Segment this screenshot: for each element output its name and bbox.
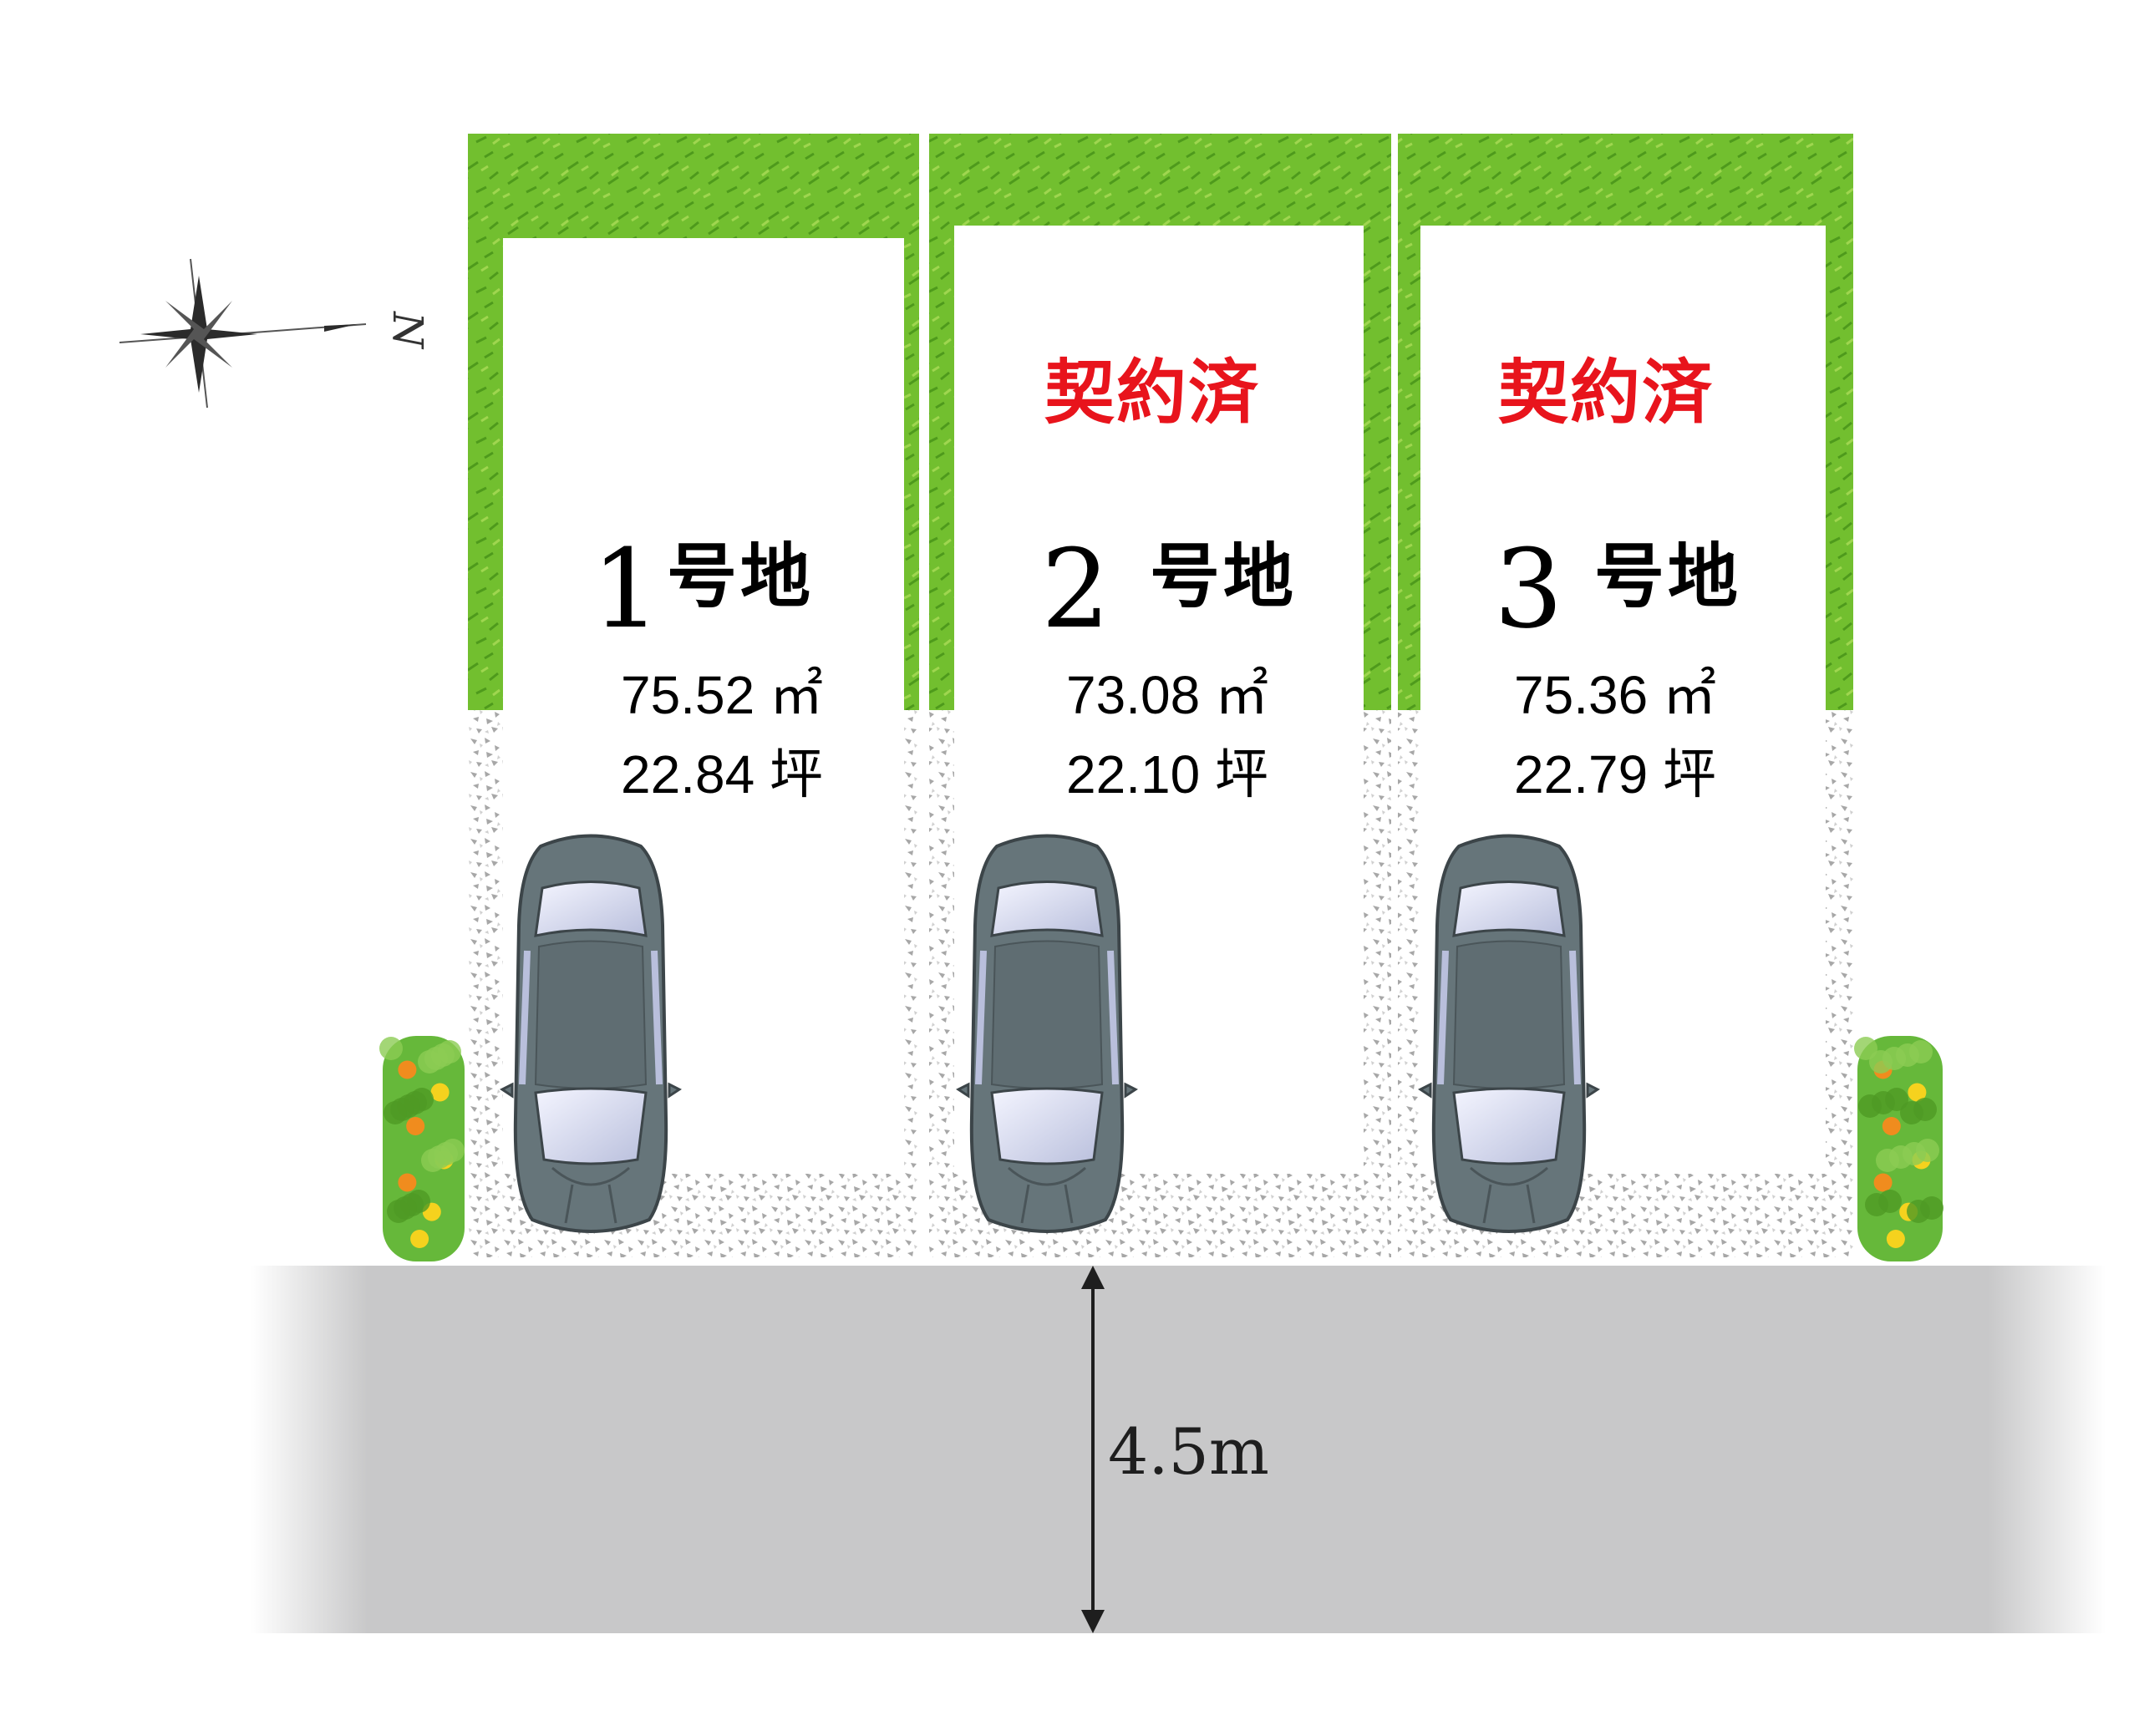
shrub-leaf <box>384 1101 407 1124</box>
dimension-arrowhead-bottom <box>1081 1610 1105 1633</box>
shrub-leaf <box>379 1037 403 1060</box>
lot-2-status: 契約済 <box>1044 352 1261 434</box>
lot-2-area-tsubo: 22.10 坪 <box>1066 744 1268 805</box>
shrub-leaf <box>1900 1101 1923 1124</box>
shrub-leaf <box>1907 1200 1930 1223</box>
compass-rose-icon <box>119 258 367 409</box>
shrub-leaf <box>387 1200 410 1223</box>
shrub-flower <box>1882 1117 1901 1135</box>
shrub-flower <box>398 1060 417 1079</box>
lot-1-suffix: 号地 <box>667 536 815 617</box>
shrub-flower <box>406 1117 425 1135</box>
shrub-leaf <box>1854 1037 1877 1060</box>
compass-north-label: N <box>383 312 432 348</box>
shrub-leaf <box>421 1149 445 1172</box>
car-icon <box>958 836 1136 1232</box>
dimension-arrow-icon <box>1081 1266 1105 1633</box>
lot-3-status: 契約済 <box>1498 352 1715 434</box>
lot-2-area-sqm: 73.08 ㎡ <box>1066 665 1268 725</box>
lot-2-suffix: 号地 <box>1150 536 1298 617</box>
shrub-flower <box>1873 1173 1893 1192</box>
lot-1-area-sqm: 75.52 ㎡ <box>621 665 823 725</box>
lot-1-number: 1 <box>592 525 661 652</box>
shrub-leaf <box>1869 1050 1893 1074</box>
shrub-flower <box>1886 1230 1905 1248</box>
road-edge-right <box>1989 1266 2106 1633</box>
shrub-flower <box>430 1083 450 1102</box>
dimension-arrowhead-top <box>1081 1266 1105 1289</box>
shrub-flower <box>410 1230 429 1248</box>
shrub-leaf <box>418 1050 441 1074</box>
car-icon <box>502 836 679 1232</box>
shrub-flower <box>398 1173 417 1192</box>
lot-3-area-tsubo: 22.79 坪 <box>1514 744 1716 805</box>
shrub-leaf <box>1858 1094 1882 1118</box>
lot-1-area-tsubo: 22.84 坪 <box>621 744 823 805</box>
road-width-label: 4.5m <box>1108 1414 1269 1489</box>
road-edge-left <box>251 1266 368 1633</box>
compass-star-diagonal <box>165 301 232 368</box>
lot-3-suffix: 号地 <box>1594 536 1742 617</box>
compass-north-pointer <box>324 324 358 332</box>
shrub-flower <box>1908 1083 1927 1102</box>
shrub-leaf <box>1876 1149 1899 1172</box>
shrub-icon <box>379 1036 465 1261</box>
lot-3-number: 3 <box>1494 525 1563 652</box>
lot-2-number: 2 <box>1041 525 1110 652</box>
road <box>284 1266 2072 1633</box>
lot-3-area-sqm: 75.36 ㎡ <box>1514 665 1716 725</box>
shrub-icon <box>1854 1036 1943 1261</box>
car-icon <box>1420 836 1598 1232</box>
shrub-leaf <box>1865 1193 1888 1216</box>
